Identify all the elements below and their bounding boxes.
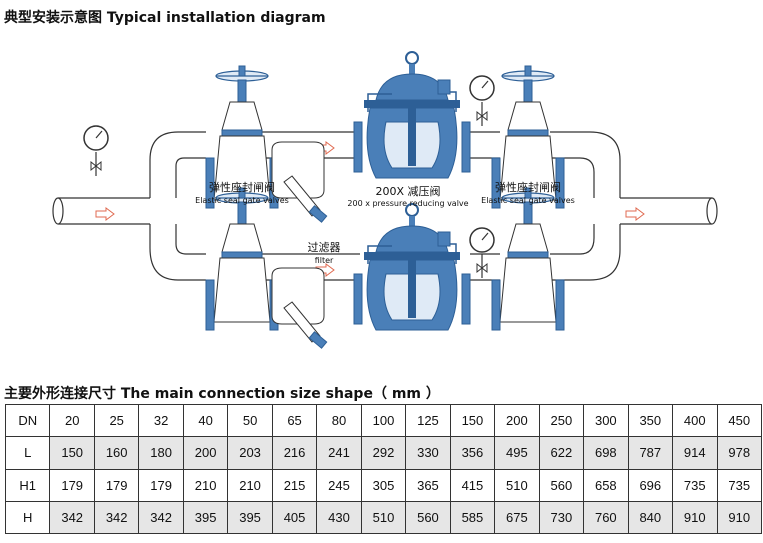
lower-left-gate-valve-icon (205, 187, 279, 331)
table-cell: 914 (672, 436, 718, 470)
label-filter-zh: 过滤器 (308, 241, 341, 254)
table-cell: 210 (227, 468, 273, 502)
lower-outlet-gauge-icon (469, 227, 495, 279)
table-cell: 65 (271, 403, 318, 438)
table-cell: 203 (227, 436, 273, 470)
label-left-gate-valve-zh: 弹性座封闸阀 (209, 180, 275, 194)
table-cell: 365 (405, 468, 451, 502)
table-cell: 342 (93, 500, 140, 535)
table-cell: 160 (93, 436, 140, 470)
upper-outlet-gauge-icon (469, 75, 495, 127)
table-cell: 125 (405, 403, 451, 438)
installation-diagram: 弹性座封闸阀 Elastic seal gate valves 200X 减压阀… (52, 51, 718, 349)
table-cell: 342 (49, 500, 95, 535)
table-cell: 760 (583, 500, 629, 535)
table-cell: 179 (138, 468, 184, 502)
row-header: H (4, 500, 51, 535)
table-cell: 20 (49, 403, 95, 438)
label-filter-en: filter (315, 256, 334, 265)
table-cell: 216 (271, 436, 318, 470)
outlet-flow-arrow (625, 207, 645, 221)
lower-filter-icon (271, 267, 328, 349)
table-cell: 210 (182, 468, 229, 502)
table-cell: 840 (627, 500, 674, 535)
label-right-gate-valve-zh: 弹性座封闸阀 (495, 180, 561, 194)
diagram-title: 典型安装示意图 Typical installation diagram (4, 10, 326, 26)
label-reducing-valve-en: 200 x pressure reducing valve (347, 199, 468, 208)
table-cell: 978 (716, 436, 762, 470)
table-cell: 730 (538, 500, 585, 535)
table-cell: 395 (182, 500, 229, 535)
table-cell: 250 (538, 403, 585, 438)
table-cell: 80 (316, 403, 362, 438)
table-cell: 305 (360, 468, 407, 502)
inlet-flow-arrow (95, 207, 115, 221)
table-cell: 735 (716, 468, 762, 502)
upper-pressure-reducing-valve-icon (353, 51, 471, 179)
table-cell: 415 (449, 468, 496, 502)
table-cell: 910 (672, 500, 718, 535)
table-cell: 910 (716, 500, 762, 535)
table-cell: 292 (360, 436, 407, 470)
table-cell: 560 (405, 500, 451, 535)
table-cell: 450 (716, 403, 762, 438)
label-right-gate-valve-en: Elastic seal gate valves (481, 196, 575, 205)
table-cell: 350 (627, 403, 674, 438)
table-cell: 430 (316, 500, 362, 535)
table-cell: 32 (138, 403, 184, 438)
table-cell: 50 (227, 403, 273, 438)
table-cell: 405 (271, 500, 318, 535)
table-cell: 179 (49, 468, 95, 502)
table-cell: 658 (583, 468, 629, 502)
table-cell: 300 (583, 403, 629, 438)
table-cell: 180 (138, 436, 184, 470)
table-cell: 560 (538, 468, 585, 502)
upper-filter-icon (271, 141, 328, 223)
table-cell: 200 (494, 403, 540, 438)
table-cell: 787 (627, 436, 674, 470)
label-reducing-valve-zh: 200X 减压阀 (375, 184, 440, 198)
table-cell: 510 (494, 468, 540, 502)
label-left-gate-valve-en: Elastic seal gate valves (195, 196, 289, 205)
table-cell: 179 (93, 468, 140, 502)
row-header: L (4, 436, 51, 470)
table-cell: 150 (449, 403, 496, 438)
inlet-pressure-gauge-icon (83, 125, 109, 177)
table-cell: 245 (316, 468, 362, 502)
table-cell: 400 (672, 403, 718, 438)
row-header: H1 (4, 468, 51, 502)
table-cell: 40 (182, 403, 229, 438)
table-cell: 675 (494, 500, 540, 535)
table-cell: 622 (538, 436, 585, 470)
table-cell: 356 (449, 436, 496, 470)
table-cell: 342 (138, 500, 184, 535)
table-cell: 696 (627, 468, 674, 502)
table-title: 主要外形连接尺寸 The main connection size shape（… (4, 386, 440, 402)
table-cell: 100 (360, 403, 407, 438)
table-cell: 698 (583, 436, 629, 470)
table-cell: 25 (93, 403, 140, 438)
pipework (52, 131, 718, 281)
lower-right-gate-valve-icon (491, 187, 565, 331)
table-cell: 150 (49, 436, 95, 470)
table-cell: 395 (227, 500, 273, 535)
table-cell: 330 (405, 436, 451, 470)
row-header: DN (4, 403, 51, 438)
table-cell: 241 (316, 436, 362, 470)
table-cell: 735 (672, 468, 718, 502)
lower-pressure-reducing-valve-icon (353, 203, 471, 331)
table-cell: 510 (360, 500, 407, 535)
table-cell: 200 (182, 436, 229, 470)
table-cell: 495 (494, 436, 540, 470)
table-cell: 585 (449, 500, 496, 535)
table-cell: 215 (271, 468, 318, 502)
